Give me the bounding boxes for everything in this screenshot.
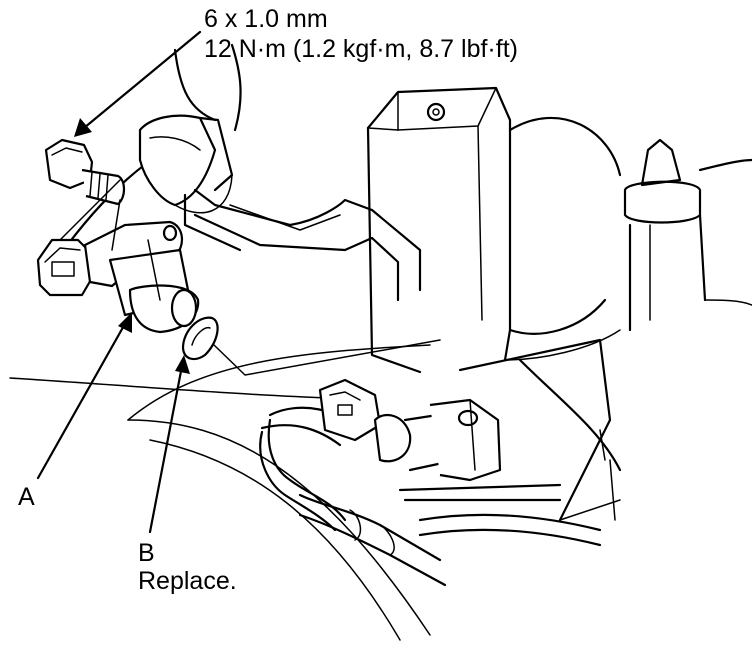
right-post-component xyxy=(623,138,752,332)
sensor-a xyxy=(36,220,200,334)
support-arm xyxy=(183,188,422,302)
engine-bracket xyxy=(366,86,622,374)
part-b-replace-note: Replace. xyxy=(138,567,237,595)
upper-hose xyxy=(58,43,242,257)
leader-arrows xyxy=(36,30,202,534)
engine-surface-lines xyxy=(9,344,431,641)
o-ring-b xyxy=(181,316,219,361)
mounting-bolt xyxy=(44,138,126,206)
torque-spec: 12 N·m (1.2 kgf·m, 8.7 lbf·ft) xyxy=(204,35,518,63)
alignment-lines xyxy=(59,179,441,376)
lower-right-plate xyxy=(458,338,622,522)
part-b-label: B xyxy=(138,539,155,567)
sensor-connector xyxy=(318,378,502,482)
part-a-label: A xyxy=(18,483,35,511)
bolt-size-spec: 6 x 1.0 mm xyxy=(204,5,328,33)
wire-harness xyxy=(259,406,602,587)
